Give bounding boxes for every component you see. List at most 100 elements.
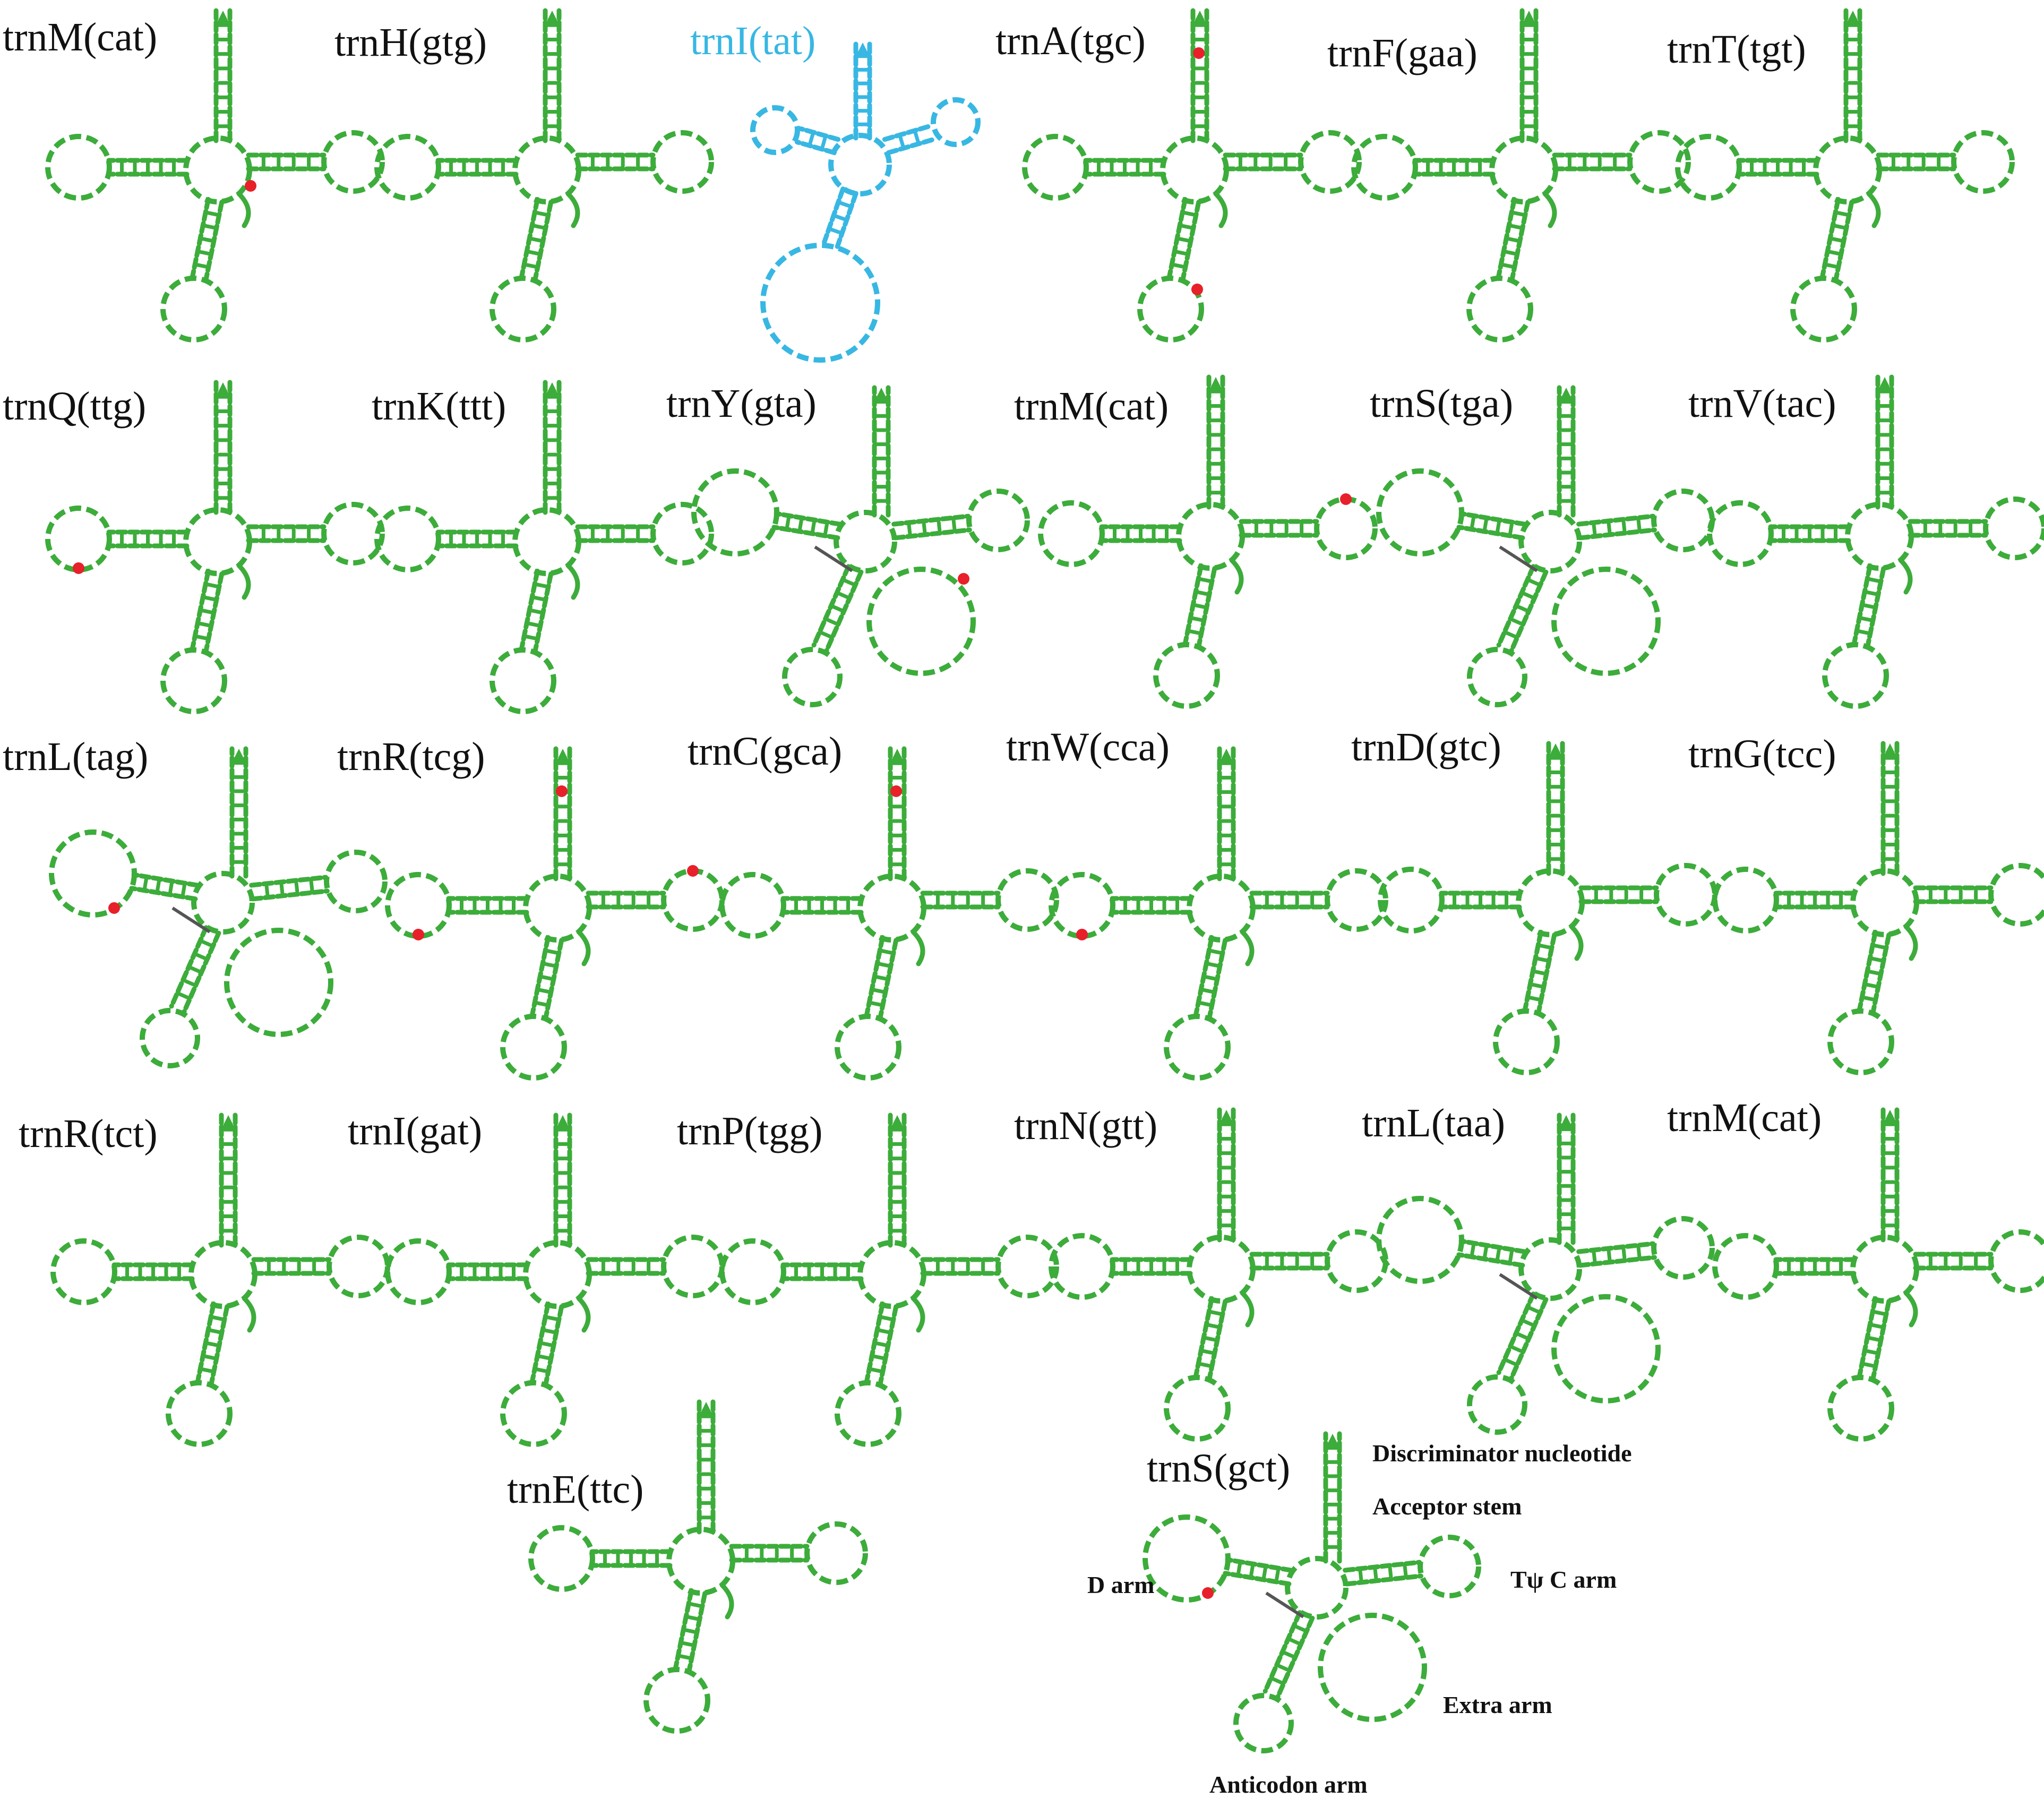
- d-loop: [374, 134, 441, 201]
- anticodon-loop: [489, 276, 556, 343]
- t-arm-stem: [586, 1257, 666, 1276]
- central-loop: [191, 871, 255, 935]
- t-arm-stem: [882, 124, 937, 155]
- acceptor-stem: [1557, 385, 1576, 518]
- trna-title: trnS(tga): [1370, 381, 1513, 426]
- acceptor-stem: [1843, 8, 1862, 143]
- d-loop: [1378, 867, 1445, 934]
- trna-title: trnW(cca): [1006, 725, 1170, 769]
- discriminator-arrow: [556, 1115, 569, 1128]
- discriminator-arrow: [1209, 377, 1222, 390]
- anticodon-loop: [1822, 642, 1889, 709]
- acceptor-stem: [553, 1112, 572, 1248]
- trna-structure: [1376, 385, 1715, 707]
- anticodon-stem: [864, 1301, 899, 1388]
- acceptor-stem: [543, 380, 562, 515]
- anticodon-stem: [529, 1301, 564, 1388]
- acceptor-stem: [1875, 374, 1894, 510]
- trna-structure: [374, 8, 714, 343]
- d-loop: [45, 506, 112, 572]
- t-loop: [321, 130, 385, 194]
- mismatch-dloop-mark: [413, 929, 424, 940]
- variable-region: [1903, 924, 1918, 961]
- trna-structure: [1143, 1431, 1481, 1753]
- t-arm-stem: [586, 891, 666, 910]
- trna-title: trnF(gaa): [1327, 31, 1478, 75]
- trna-structure: [385, 1112, 725, 1447]
- mismatch-acceptor-mark: [556, 785, 568, 797]
- d-loop: [1143, 1514, 1231, 1603]
- d-arm-stem: [780, 896, 864, 915]
- mismatch-acceptor-mark: [1193, 47, 1205, 59]
- anticodon-arm-label: Anticodon arm: [1209, 1771, 1368, 1798]
- mismatch-dloop-mark: [1202, 1587, 1214, 1599]
- trna-structure: [1712, 1107, 2044, 1442]
- t-loop: [995, 868, 1059, 932]
- d-loop: [528, 1525, 595, 1592]
- discriminator-arrow: [217, 11, 229, 23]
- t-loop: [650, 502, 714, 566]
- trna-structure: [528, 1399, 868, 1734]
- t-loop: [321, 502, 385, 566]
- t-arm-stem: [1576, 513, 1657, 541]
- t-arm-stem: [251, 1257, 332, 1276]
- anticodon-stem: [1851, 563, 1886, 649]
- anticodon-loop: [500, 1014, 567, 1081]
- t-arm-stem: [1239, 519, 1319, 538]
- trna-title: trnM(cat): [1014, 384, 1169, 429]
- acceptor-stem: [1323, 1431, 1342, 1564]
- anticodon-stem: [822, 186, 858, 249]
- d-loop: [1049, 872, 1115, 939]
- discriminator-arrow: [233, 749, 245, 761]
- d-arm-stem: [1110, 896, 1193, 915]
- anticodon-stem: [1193, 1296, 1228, 1382]
- trna-structure: [45, 380, 385, 714]
- anticodon-loop: [835, 1014, 901, 1081]
- anticodon-loop: [835, 1380, 901, 1447]
- d-loop: [1675, 134, 1742, 201]
- anticodon-stem: [1263, 1610, 1315, 1699]
- variable-region: [576, 1296, 591, 1333]
- d-loop: [1351, 134, 1418, 201]
- t-loop: [324, 850, 388, 913]
- t-arm-stem: [249, 875, 330, 902]
- mismatch-acceptor-mark: [890, 785, 902, 797]
- acceptor-stem: [1217, 1107, 1236, 1243]
- anticodon-loop: [1467, 647, 1527, 707]
- t-loop: [1988, 863, 2044, 927]
- t-arm-stem: [1913, 885, 1994, 904]
- d-loop: [49, 829, 137, 918]
- variable-region: [565, 563, 580, 600]
- trna-title: trnN(gtt): [1014, 1103, 1157, 1148]
- t-arm-stem: [920, 891, 1001, 910]
- d-arm-stem: [106, 529, 190, 549]
- d-arm-stem: [1773, 891, 1857, 910]
- anticodon-stem: [529, 935, 564, 1021]
- trna-title: trnP(tgg): [677, 1109, 822, 1153]
- trna-structure: [719, 1112, 1059, 1447]
- acceptor-stem: [1190, 8, 1209, 143]
- t-loop: [804, 1521, 868, 1585]
- d-arm-stem: [129, 872, 200, 902]
- mismatch-anticodon-mark: [1191, 284, 1203, 295]
- t-arm-stem: [920, 1257, 1001, 1276]
- variable-region: [1898, 558, 1913, 595]
- anticodon-stem: [1193, 935, 1228, 1021]
- discriminator-arrow: [1220, 1110, 1233, 1123]
- discriminator-arrow: [1560, 1115, 1573, 1128]
- mismatch-tloop-mark: [687, 865, 699, 877]
- d-loop: [1376, 468, 1464, 556]
- d-arm-stem: [771, 511, 843, 541]
- trna-title: trnH(gtg): [334, 20, 487, 65]
- d-arm-stem: [1736, 158, 1819, 177]
- extra-arm-loop: [1551, 567, 1661, 676]
- trna-title: trnK(ttt): [372, 384, 506, 429]
- mismatch-tloop-mark: [1340, 493, 1352, 505]
- d-loop: [385, 872, 452, 939]
- trna-structures-layer: [45, 8, 2044, 1753]
- t-arm-stem: [575, 152, 656, 172]
- anticodon-loop: [1790, 276, 1857, 343]
- trna-title: trnI(tat): [690, 19, 815, 63]
- d-arm-stem: [446, 1262, 529, 1281]
- tether-line: [814, 545, 853, 572]
